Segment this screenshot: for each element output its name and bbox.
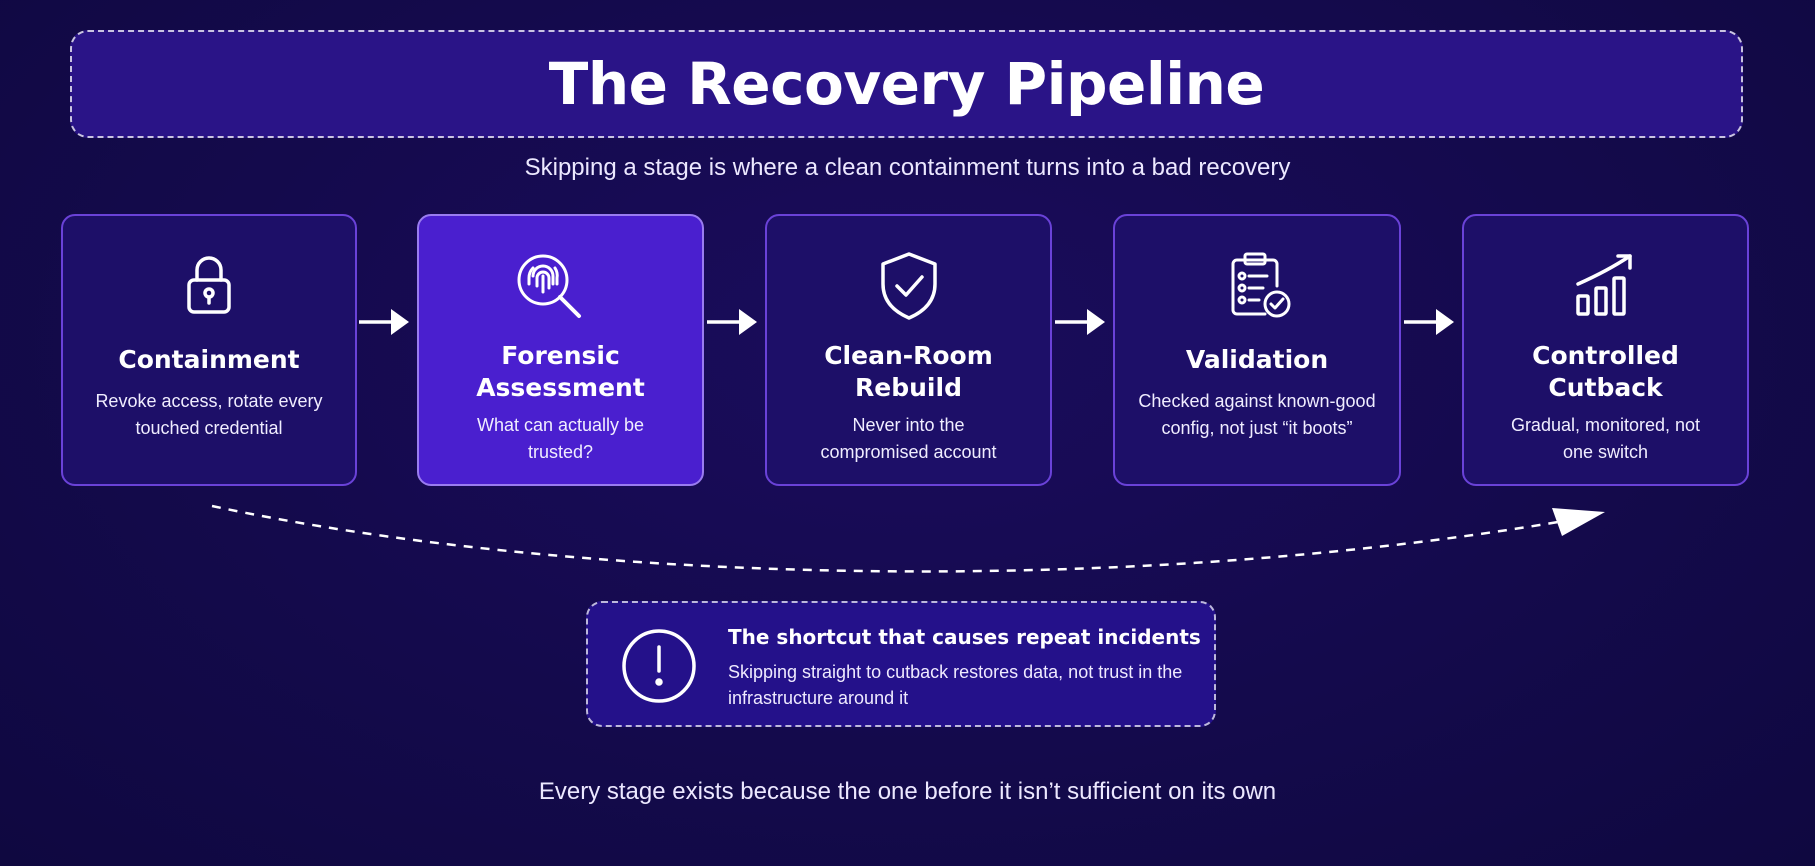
page-title: The Recovery Pipeline	[548, 50, 1265, 118]
arrow-right-icon	[357, 306, 411, 338]
warning-callout: The shortcut that causes repeat incident…	[586, 601, 1216, 727]
stage-title: Clean-Room Rebuild	[824, 341, 993, 402]
stage-card-controlled-cutback: Controlled Cutback Gradual, monitored, n…	[1462, 214, 1749, 486]
arrow-right-icon	[705, 306, 759, 338]
stage-description: Revoke access, rotate every touched cred…	[95, 391, 323, 438]
title-banner: The Recovery Pipeline	[70, 30, 1743, 138]
stage-title: Containment	[118, 345, 300, 374]
stage-title: Validation	[1185, 345, 1329, 374]
exclamation-circle-icon	[620, 627, 698, 705]
arrow-right-icon	[1053, 306, 1107, 338]
lock-icon	[169, 246, 249, 326]
arrow-right-icon	[1402, 306, 1456, 338]
footer-note: Every stage exists because the one befor…	[538, 778, 1277, 805]
shield-check-icon	[869, 246, 949, 326]
stage-description: Never into the compromised account	[820, 415, 997, 462]
fingerprint-magnifier-icon	[509, 246, 589, 326]
clipboard-checklist-icon	[1217, 246, 1297, 326]
stage-description: Checked against known-good config, not j…	[1138, 391, 1376, 438]
stage-title: Forensic Assessment	[476, 341, 645, 402]
stage-title: Controlled Cutback	[1532, 341, 1679, 402]
warning-title: The shortcut that causes repeat incident…	[728, 625, 1201, 649]
subtitle: Skipping a stage is where a clean contai…	[524, 154, 1291, 181]
stage-description: Gradual, monitored, not one switch	[1510, 415, 1701, 462]
stage-card-forensic-assessment: Forensic Assessment What can actually be…	[417, 214, 704, 486]
warning-text: Skipping straight to cutback restores da…	[728, 662, 1183, 708]
stage-card-validation: Validation Checked against known-good co…	[1113, 214, 1401, 486]
stage-card-containment: Containment Revoke access, rotate every …	[61, 214, 357, 486]
growth-chart-icon	[1566, 246, 1646, 326]
stage-description: What can actually be trusted?	[476, 415, 645, 462]
stage-card-clean-room-rebuild: Clean-Room Rebuild Never into the compro…	[765, 214, 1052, 486]
